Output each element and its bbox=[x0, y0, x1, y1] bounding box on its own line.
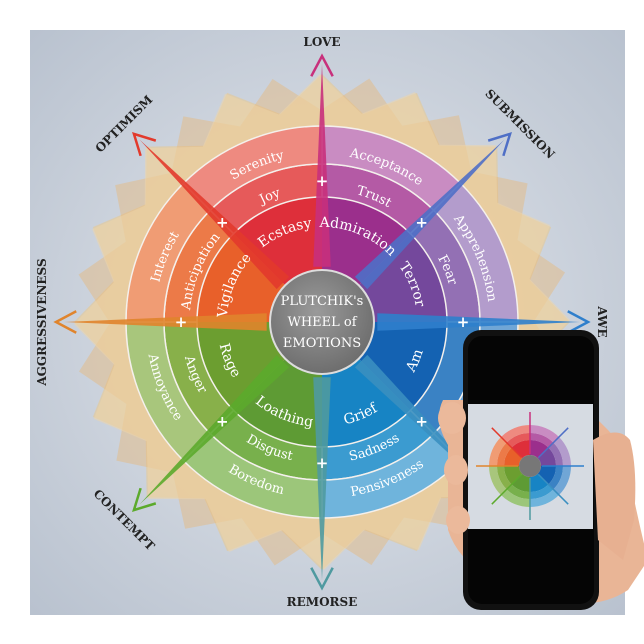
arrowhead-icon bbox=[310, 53, 334, 77]
mini-sector bbox=[530, 433, 554, 448]
mini-center bbox=[519, 455, 541, 477]
finger bbox=[446, 506, 470, 534]
sector-inner bbox=[322, 197, 411, 286]
mini-sector bbox=[504, 466, 523, 485]
mini-sector bbox=[530, 425, 559, 443]
mini-sector bbox=[497, 466, 512, 490]
mini-sector bbox=[489, 466, 507, 495]
arrowhead-icon bbox=[132, 132, 157, 157]
plus-icon: + bbox=[316, 454, 329, 472]
sector-inner bbox=[197, 322, 286, 411]
mini-sector bbox=[504, 447, 523, 466]
sector-inner bbox=[233, 197, 322, 286]
center-title-line-3: EMOTIONS bbox=[283, 336, 361, 351]
mini-sector bbox=[537, 447, 556, 466]
dyad-spike bbox=[64, 313, 267, 331]
mini-spike bbox=[537, 427, 569, 459]
finger bbox=[444, 455, 468, 485]
thumb bbox=[593, 432, 636, 560]
plus-icon: + bbox=[415, 213, 428, 231]
dyad-spike bbox=[139, 139, 290, 290]
mini-sector bbox=[506, 484, 530, 499]
mini-sector bbox=[497, 442, 512, 466]
arrowhead-icon bbox=[310, 567, 334, 591]
mini-sector bbox=[548, 466, 563, 490]
dyad-label: AWE bbox=[595, 305, 609, 337]
dyad-label: REMORSE bbox=[287, 595, 358, 609]
mini-sector bbox=[501, 489, 530, 507]
center-circle bbox=[269, 269, 375, 375]
plus-icon: + bbox=[457, 313, 470, 331]
mini-sector bbox=[511, 440, 530, 459]
dyad-spike bbox=[313, 377, 331, 580]
mini-sector bbox=[530, 489, 559, 507]
dyad-label: AGGRESSIVENESS bbox=[35, 258, 49, 386]
mini-sector bbox=[537, 466, 556, 485]
dyad-spike bbox=[377, 313, 580, 331]
dyad-label: LOVE bbox=[303, 35, 340, 49]
mini-sector bbox=[530, 484, 554, 499]
dyad-spike bbox=[354, 139, 505, 290]
phone-in-hand bbox=[438, 330, 644, 610]
sector-inner bbox=[358, 322, 447, 411]
arrowhead-icon bbox=[53, 310, 77, 334]
finger bbox=[438, 402, 466, 434]
center-title-line-1: PLUTCHIK's bbox=[281, 294, 364, 309]
mini-spike bbox=[491, 473, 523, 505]
mini-sector bbox=[530, 473, 549, 492]
sector-inner bbox=[233, 358, 322, 447]
mini-sector bbox=[553, 437, 571, 466]
mini-sector bbox=[530, 440, 549, 459]
mini-sector bbox=[489, 437, 507, 466]
sector-inner bbox=[322, 358, 411, 447]
mini-sector bbox=[506, 433, 530, 448]
sector-inner bbox=[197, 233, 286, 322]
phone-mini-wheel bbox=[476, 412, 584, 520]
mini-sector bbox=[548, 442, 563, 466]
mini-spike bbox=[491, 427, 523, 459]
mini-sector bbox=[501, 425, 530, 443]
plus-icon: + bbox=[316, 172, 329, 190]
mini-sector bbox=[553, 466, 571, 495]
plus-icon: + bbox=[415, 413, 428, 431]
plus-icon: + bbox=[216, 213, 229, 231]
dyad-spike bbox=[139, 354, 290, 505]
arrowhead-icon bbox=[132, 487, 157, 512]
plus-icon: + bbox=[175, 313, 188, 331]
mini-sector bbox=[511, 473, 530, 492]
arrowhead-icon bbox=[567, 310, 591, 334]
arrowhead-icon bbox=[487, 132, 512, 157]
dyad-spike bbox=[313, 64, 331, 267]
center-title-line-2: WHEEL of bbox=[287, 315, 357, 330]
sector-inner bbox=[358, 233, 447, 322]
mini-spike bbox=[537, 473, 569, 505]
plus-icon: + bbox=[216, 413, 229, 431]
